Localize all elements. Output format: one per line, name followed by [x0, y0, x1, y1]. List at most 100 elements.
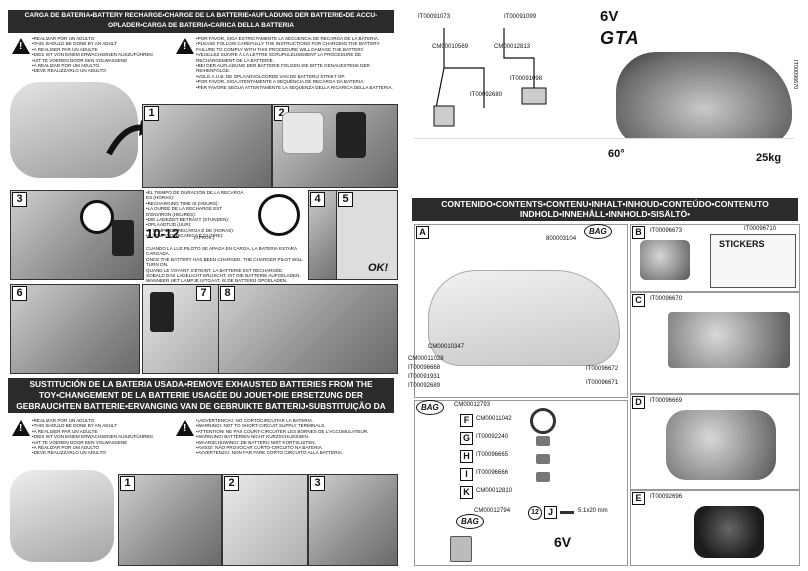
part-code: CM00012813 — [494, 44, 531, 50]
steering-wheel-image — [530, 408, 556, 434]
part-b-image — [640, 240, 690, 280]
charger — [150, 292, 174, 332]
part-code: CM00011042 — [476, 416, 512, 422]
section-letter: I — [460, 468, 473, 481]
wiring-lines — [433, 28, 547, 127]
part-code: CM00012810 — [476, 488, 513, 494]
right-page: IT00091073 IT00091099 CM00010569 CM00012… — [404, 0, 808, 571]
bag-label: BAG — [416, 400, 444, 415]
contents-header: CONTENIDO•CONTENTS•CONTENU•INHALT•INHOUD… — [412, 198, 798, 221]
step-number: 3 — [12, 192, 27, 207]
part-code: IT00092689 — [408, 383, 441, 389]
list-item: •THIS SHOULD BE DONE BY AN ADULT — [32, 423, 117, 429]
replace-step-1-photo — [118, 474, 222, 566]
section-letter: J — [544, 506, 557, 519]
ok-label: OK! — [368, 262, 389, 274]
step-number: 4 — [310, 192, 325, 207]
hardware-image — [536, 436, 550, 446]
section-letter: K — [460, 486, 473, 499]
charger-image — [450, 536, 472, 562]
no-symbol-icon — [80, 200, 114, 234]
list-item: •AVVERTENZA!: NON FAR FARE CORTO CIRCUIT… — [196, 450, 344, 456]
section-letter: C — [632, 294, 645, 307]
stickers-label: STICKERS — [719, 239, 765, 249]
sticker-sheet: STICKERS — [710, 234, 796, 288]
hardware-image — [536, 454, 550, 464]
screw-count: 12 — [528, 506, 542, 520]
bag-label: BAG — [456, 514, 484, 529]
wiring-diagram: IT00091073 IT00091099 CM00010569 CM00012… — [414, 8, 564, 132]
part-code: IT00091073 — [418, 14, 451, 20]
section-letter: B — [632, 226, 645, 239]
part-code: CM00011028 — [408, 356, 444, 362]
list-item: •PLEASE FOLLOW CAREFULLY THE INSTRUCTION… — [196, 41, 381, 52]
list-item: •DIES IST VON EINEM ERWACHSENEN AUSZUFÜH… — [32, 52, 153, 58]
part-c-spoiler — [668, 312, 790, 368]
step-6-photo — [10, 284, 140, 374]
charge-warnings: •POR FAVOR, SIGA ESTRICTAMENTE LA SECUEN… — [196, 36, 396, 90]
step-number: 1 — [120, 476, 135, 491]
list-item: •¡ADVERTENCIA!: NO CORTOCIRCUITAR LA BAT… — [196, 418, 314, 423]
part-code: IT00091098 — [510, 76, 543, 82]
adult-list: •REALIZAR POR UN ADULTO •THIS SHOULD BE … — [32, 36, 182, 74]
warning-icon: ! — [12, 38, 30, 54]
list-item: •VEUILLEZ SUIVRE À LA LETTRE SCRUPULEUSE… — [196, 52, 362, 63]
list-item: •EL TIEMPO DE DURACIÓN DE LA RECARGA ES … — [146, 190, 244, 201]
part-code: 800003104 — [546, 236, 577, 242]
list-item: •WARNUNG! BATTERIEN NICHT KURZSCHLIESSEN… — [196, 434, 310, 440]
charger-voltage: 6V — [554, 534, 572, 550]
screw-icon — [560, 511, 574, 514]
part-code: IT00091099 — [504, 14, 537, 20]
charge-time-text: •EL TIEMPO DE DURACIÓN DE LA RECARGA ES … — [146, 190, 246, 239]
step-1-photo — [142, 104, 272, 188]
replace-header: SUSTITUCIÓN DE LA BATERIA USADA•REMOVE E… — [8, 378, 394, 422]
charge-time-unit: (APROX.) — [194, 235, 215, 240]
list-item: •POR FAVOR, SIGA ESTRICTAMENTE LA SECUEN… — [196, 36, 380, 41]
list-item: •RECHARGING TIME IS (HOURS): — [146, 200, 219, 206]
list-item: SOBALD DAS LADELICHT ERLISCHT, IST DIE B… — [146, 273, 301, 279]
part-d-image — [666, 410, 776, 480]
car-side-illustration — [10, 470, 114, 562]
list-item: •A REALIZAR POR UM ADULTO — [32, 63, 100, 69]
part-code: IT00096672 — [586, 366, 619, 372]
step-number: 5 — [338, 192, 353, 207]
left-page: CARGA DE BATERIA•BATTERY RECHARGE•CHARGE… — [8, 10, 398, 566]
list-item: •ATTENTION! NE PAS COURT-CIRCUITER LES B… — [196, 428, 369, 434]
list-item: •WAARSCHUWING!: DE BATTERIJ NIET KORTSLU… — [196, 439, 316, 445]
wall-socket — [282, 112, 324, 154]
charge-time-value: 10-12 — [146, 226, 180, 241]
list-item: •PER FAVORE SEGUA ATTENTAMENTE LA SEQUEN… — [196, 84, 393, 90]
adult-list-2: •REALIZAR POR UN ADULTO •THIS SHOULD BE … — [32, 418, 172, 456]
list-item: •OPLAADTIJD (UUR): — [146, 222, 192, 228]
list-item: •WARNING!: NOT TO SHORT-CIRCUIT SUPPLY T… — [196, 423, 326, 429]
bag-section — [414, 400, 628, 566]
list-item: WANNEER HET LAMPJE UITGAAT, IS DE BATTER… — [146, 278, 288, 284]
part-code: CM00012794 — [474, 508, 511, 514]
list-item: •IL TEMPO DI RICARICA È DI (ORE): — [146, 233, 224, 239]
part-code: IT00096710 — [744, 226, 777, 232]
stopwatch-icon — [258, 194, 300, 236]
age-angle: 60° — [608, 148, 625, 160]
list-item: •DIE LADEZEIT BETRÄGT (STUNDEN): — [146, 217, 230, 223]
step-8-photo — [218, 284, 398, 374]
section-letter: G — [460, 432, 473, 445]
screw-size: 5.1x20 mm — [578, 508, 608, 514]
step-number: 6 — [12, 286, 27, 301]
weight-label: 25kg — [756, 152, 782, 164]
section-letter: H — [460, 450, 473, 463]
charge-header: CARGA DE BATERIA•BATTERY RECHARGE•CHARGE… — [8, 10, 394, 33]
list-item: •A REALISER PAR UN ADULTE — [32, 46, 98, 52]
part-e-seat — [694, 506, 764, 558]
part-code: IT00096665 — [476, 452, 509, 458]
section-letter: E — [632, 492, 645, 505]
list-item: •UIT TE VOEREN DOOR EEN VOLWASSENE — [32, 57, 128, 63]
section-letter: A — [416, 226, 429, 239]
list-item: •VOLG A.U.B. DE OPLAADVOLGORDE VAN DE BA… — [196, 73, 346, 79]
car-top-view-illustration — [10, 82, 138, 178]
step-number: 2 — [224, 476, 239, 491]
charger — [112, 220, 134, 256]
part-code: IT00092240 — [476, 434, 509, 440]
part-code: CM00010569 — [432, 44, 469, 50]
bag-label: BAG — [584, 224, 612, 239]
list-item: •DIES IST VON EINEM ERWACHSENEN AUSZUFÜH… — [32, 434, 153, 440]
